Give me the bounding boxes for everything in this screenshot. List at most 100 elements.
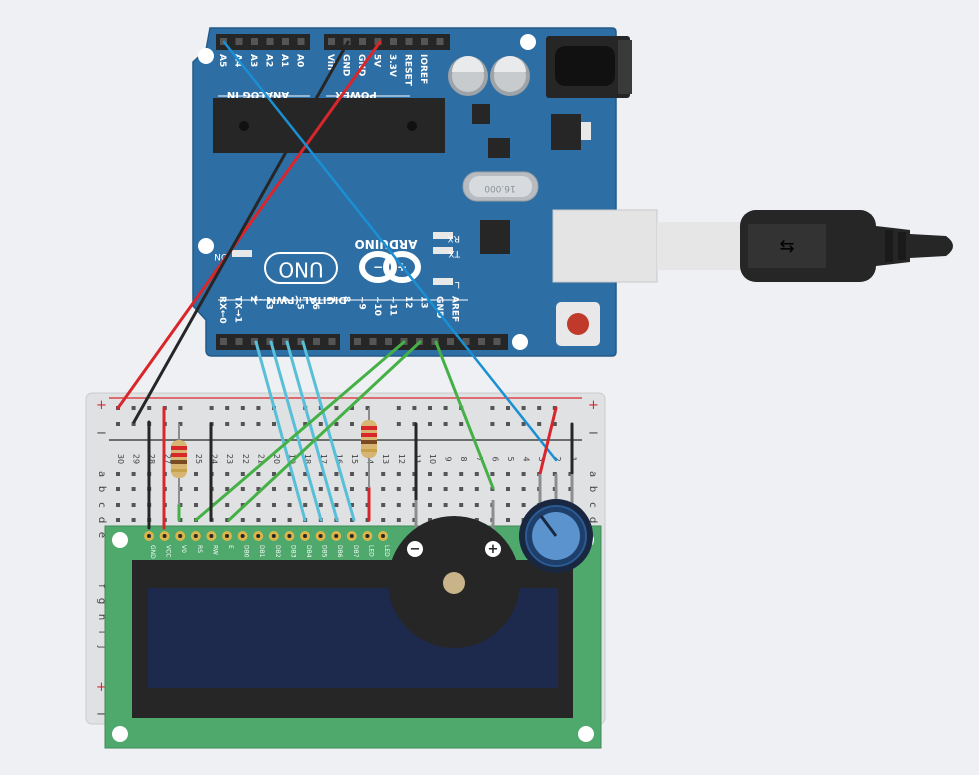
terminal-hole[interactable]: [412, 503, 417, 507]
terminal-hole[interactable]: [506, 518, 510, 522]
terminal-hole[interactable]: [116, 472, 120, 476]
terminal-hole[interactable]: [225, 518, 230, 522]
rail-hole[interactable]: [521, 422, 526, 426]
terminal-hole[interactable]: [521, 487, 526, 491]
terminal-hole[interactable]: [287, 503, 292, 507]
terminal-hole[interactable]: [194, 503, 198, 507]
terminal-hole[interactable]: [428, 503, 432, 507]
terminal-hole[interactable]: [194, 487, 198, 491]
terminal-hole[interactable]: [428, 487, 432, 491]
rail-hole[interactable]: [443, 422, 448, 426]
terminal-hole[interactable]: [256, 472, 261, 476]
rail-hole[interactable]: [116, 422, 120, 426]
wire-d12-rs[interactable]: [227, 340, 422, 522]
header-pin[interactable]: [328, 338, 336, 345]
rail-hole[interactable]: [225, 406, 230, 410]
terminal-hole[interactable]: [396, 487, 401, 491]
header-pin[interactable]: [251, 38, 258, 45]
rail-hole[interactable]: [443, 406, 448, 410]
header-pin[interactable]: [390, 38, 397, 45]
header-pin[interactable]: [251, 338, 258, 345]
rail-hole[interactable]: [225, 422, 230, 426]
header-pin[interactable]: [282, 38, 289, 45]
header-pin[interactable]: [220, 338, 227, 345]
header-pin[interactable]: [478, 338, 485, 345]
header-pin[interactable]: [313, 338, 320, 345]
rail-hole[interactable]: [490, 422, 495, 426]
power-header[interactable]: [324, 34, 450, 50]
terminal-hole[interactable]: [568, 487, 573, 491]
header-pin[interactable]: [421, 38, 428, 45]
terminal-hole[interactable]: [272, 518, 276, 522]
terminal-hole[interactable]: [474, 503, 479, 507]
wire-a5-blue[interactable]: [222, 40, 558, 462]
rail-hole[interactable]: [178, 406, 183, 410]
rail-hole[interactable]: [147, 406, 152, 410]
terminal-hole[interactable]: [303, 503, 308, 507]
terminal-hole[interactable]: [506, 487, 510, 491]
terminal-hole[interactable]: [350, 518, 354, 522]
terminal-hole[interactable]: [116, 487, 120, 491]
jumper-pot-vcc[interactable]: [538, 406, 558, 476]
rail-hole[interactable]: [428, 406, 432, 410]
terminal-hole[interactable]: [459, 487, 464, 491]
power-jack[interactable]: [546, 36, 632, 98]
terminal-hole[interactable]: [474, 472, 479, 476]
terminal-hole[interactable]: [443, 487, 448, 491]
wire-d2-db7[interactable]: [254, 340, 307, 522]
terminal-hole[interactable]: [318, 472, 323, 476]
terminal-hole[interactable]: [131, 487, 136, 491]
rail-hole[interactable]: [178, 422, 183, 426]
header-pin[interactable]: [405, 38, 413, 45]
rail-hole[interactable]: [318, 422, 323, 426]
terminal-hole[interactable]: [506, 472, 510, 476]
terminal-hole[interactable]: [272, 472, 276, 476]
piezo-buzzer[interactable]: − +: [388, 500, 520, 648]
terminal-hole[interactable]: [318, 487, 323, 491]
terminal-hole[interactable]: [240, 472, 245, 476]
header-pin[interactable]: [235, 338, 243, 345]
rail-hole[interactable]: [334, 406, 339, 410]
terminal-hole[interactable]: [287, 472, 292, 476]
terminal-hole[interactable]: [459, 503, 464, 507]
terminal-hole[interactable]: [334, 487, 339, 491]
header-pin[interactable]: [354, 338, 361, 345]
terminal-hole[interactable]: [287, 518, 292, 522]
terminal-hole[interactable]: [428, 518, 432, 522]
header-pin[interactable]: [369, 338, 377, 345]
terminal-hole[interactable]: [334, 503, 339, 507]
rail-hole[interactable]: [131, 422, 136, 426]
reset-button[interactable]: [556, 302, 600, 346]
terminal-hole[interactable]: [396, 503, 401, 507]
terminal-hole[interactable]: [459, 472, 464, 476]
terminal-hole[interactable]: [225, 487, 230, 491]
rail-hole[interactable]: [506, 406, 510, 410]
analog-header[interactable]: [216, 34, 310, 50]
terminal-hole[interactable]: [443, 472, 448, 476]
rail-hole[interactable]: [412, 406, 417, 410]
rail-hole[interactable]: [209, 406, 214, 410]
wire-5v-red[interactable]: [116, 40, 382, 410]
terminal-hole[interactable]: [365, 472, 370, 476]
terminal-hole[interactable]: [256, 503, 261, 507]
rail-hole[interactable]: [412, 422, 417, 426]
terminal-hole[interactable]: [303, 487, 308, 491]
terminal-hole[interactable]: [412, 518, 417, 522]
terminal-hole[interactable]: [396, 518, 401, 522]
terminal-hole[interactable]: [287, 487, 292, 491]
header-pin[interactable]: [235, 38, 243, 45]
rail-hole[interactable]: [521, 406, 526, 410]
terminal-hole[interactable]: [474, 487, 479, 491]
header-pin[interactable]: [385, 338, 392, 345]
terminal-hole[interactable]: [272, 487, 276, 491]
header-pin[interactable]: [266, 38, 274, 45]
terminal-hole[interactable]: [381, 503, 386, 507]
terminal-hole[interactable]: [225, 503, 230, 507]
rail-hole[interactable]: [506, 422, 510, 426]
wire-d4-db5[interactable]: [285, 340, 339, 522]
terminal-hole[interactable]: [381, 487, 386, 491]
terminal-hole[interactable]: [350, 503, 354, 507]
terminal-hole[interactable]: [474, 518, 479, 522]
terminal-hole[interactable]: [131, 472, 136, 476]
rail-hole[interactable]: [459, 422, 464, 426]
